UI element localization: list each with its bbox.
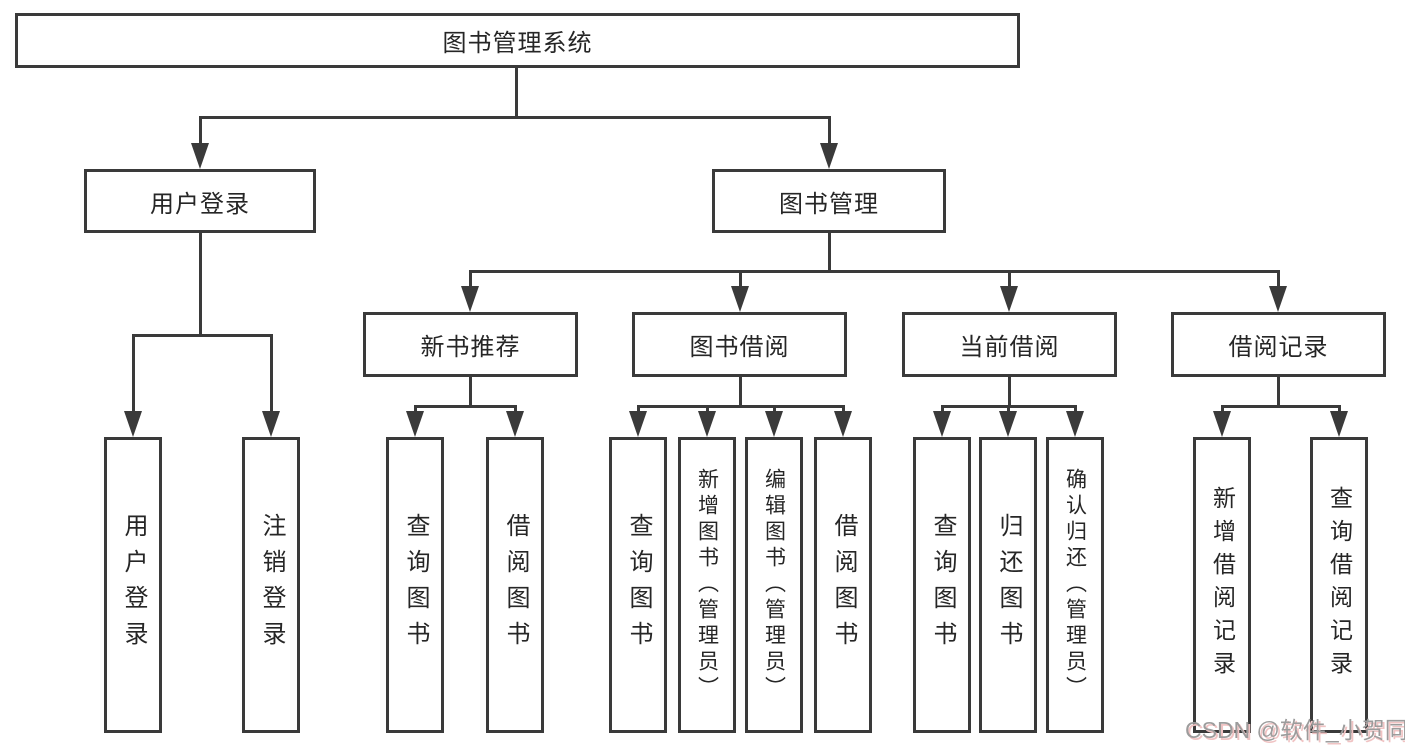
connector-line	[841, 406, 845, 413]
leaf-query-books-recommend: 查询图书	[386, 437, 444, 733]
node-label: 借阅记录	[1228, 334, 1329, 361]
connector-line	[468, 269, 1280, 273]
node-label: 新增借阅记录	[1209, 486, 1236, 684]
arrow-down-icon	[461, 286, 479, 312]
arrow-down-icon	[1330, 411, 1348, 437]
arrow-down-icon	[506, 411, 524, 437]
arrow-down-icon	[406, 411, 424, 437]
connector-line	[1220, 406, 1224, 413]
node-label: 图书管理	[779, 190, 879, 218]
node-book-management: 图书管理	[712, 169, 946, 233]
connector-line	[198, 117, 202, 145]
node-label: 借阅图书	[502, 513, 529, 657]
arrow-down-icon	[191, 143, 209, 169]
connector-line	[513, 406, 517, 413]
connector-line	[738, 271, 742, 288]
connector-line	[827, 117, 831, 145]
connector-line	[1337, 406, 1341, 413]
node-label: 编辑图书（管理员）	[762, 468, 786, 702]
arrow-down-icon	[629, 411, 647, 437]
arrow-down-icon	[731, 286, 749, 312]
connector-line	[131, 335, 135, 413]
leaf-borrow-book: 借阅图书	[814, 437, 872, 733]
connector-line	[636, 406, 640, 413]
connector-line	[705, 406, 709, 413]
connector-line	[827, 233, 831, 271]
connector-line	[413, 406, 417, 413]
leaf-query-books-current: 查询图书	[913, 437, 971, 733]
csdn-watermark: CSDN @软件_小贺同学	[1185, 717, 1405, 743]
node-library-system: 图书管理系统	[15, 13, 1020, 68]
connector-line	[1007, 377, 1011, 406]
node-label: 图书管理系统	[442, 30, 593, 57]
arrow-down-icon	[834, 411, 852, 437]
arrow-down-icon	[1269, 286, 1287, 312]
arrow-down-icon	[933, 411, 951, 437]
leaf-add-book-admin: 新增图书（管理员）	[678, 437, 736, 733]
connector-line	[131, 333, 273, 337]
node-new-book-recommendation: 新书推荐	[363, 312, 578, 377]
connector-line	[468, 271, 472, 288]
node-label: 查询借阅记录	[1326, 486, 1353, 684]
connector-line	[468, 377, 472, 406]
node-label: 注销登录	[258, 513, 285, 657]
arrow-down-icon	[820, 143, 838, 169]
node-label: 新书推荐	[420, 334, 521, 361]
node-label: 查询图书	[929, 513, 956, 657]
connector-line	[772, 406, 776, 413]
arrow-down-icon	[262, 411, 280, 437]
arrow-down-icon	[999, 411, 1017, 437]
node-label: 借阅图书	[830, 513, 857, 657]
leaf-borrow-book-recommend: 借阅图书	[486, 437, 544, 733]
connector-line	[1073, 406, 1077, 413]
node-label: 用户登录	[120, 513, 147, 657]
node-label: 当前借阅	[959, 334, 1060, 361]
connector-line	[1276, 271, 1280, 288]
leaf-logout: 注销登录	[242, 437, 300, 733]
connector-line	[269, 335, 273, 413]
node-book-borrowing: 图书借阅	[632, 312, 847, 377]
node-label: 确认归还（管理员）	[1063, 468, 1087, 702]
arrow-down-icon	[698, 411, 716, 437]
node-label: 查询图书	[402, 513, 429, 657]
arrow-down-icon	[1213, 411, 1231, 437]
leaf-query-borrow-record: 查询借阅记录	[1310, 437, 1368, 733]
arrow-down-icon	[1066, 411, 1084, 437]
arrow-down-icon	[765, 411, 783, 437]
node-borrow-records: 借阅记录	[1171, 312, 1386, 377]
arrow-down-icon	[1000, 286, 1018, 312]
node-label: 用户登录	[150, 190, 250, 218]
node-current-borrowing: 当前借阅	[902, 312, 1117, 377]
leaf-edit-book-admin: 编辑图书（管理员）	[745, 437, 803, 733]
node-label: 归还图书	[995, 513, 1022, 657]
node-label: 图书借阅	[689, 334, 790, 361]
connector-line	[940, 406, 944, 413]
node-label: 新增图书（管理员）	[695, 468, 719, 702]
connector-line	[1220, 404, 1341, 408]
node-user-login: 用户登录	[84, 169, 316, 233]
arrow-down-icon	[124, 411, 142, 437]
leaf-query-books-borrowing: 查询图书	[609, 437, 667, 733]
leaf-return-book: 归还图书	[979, 437, 1037, 733]
node-label: 查询图书	[625, 513, 652, 657]
connector-line	[738, 377, 742, 406]
leaf-confirm-return-admin: 确认归还（管理员）	[1046, 437, 1104, 733]
connector-line	[636, 404, 845, 408]
connector-line	[1006, 406, 1010, 413]
leaf-add-borrow-record: 新增借阅记录	[1193, 437, 1251, 733]
connector-line	[413, 404, 517, 408]
connector-line	[1276, 377, 1280, 406]
leaf-user-login: 用户登录	[104, 437, 162, 733]
connector-line	[1007, 271, 1011, 288]
connector-line	[514, 68, 518, 117]
connector-line	[198, 233, 202, 335]
connector-line	[198, 115, 831, 119]
